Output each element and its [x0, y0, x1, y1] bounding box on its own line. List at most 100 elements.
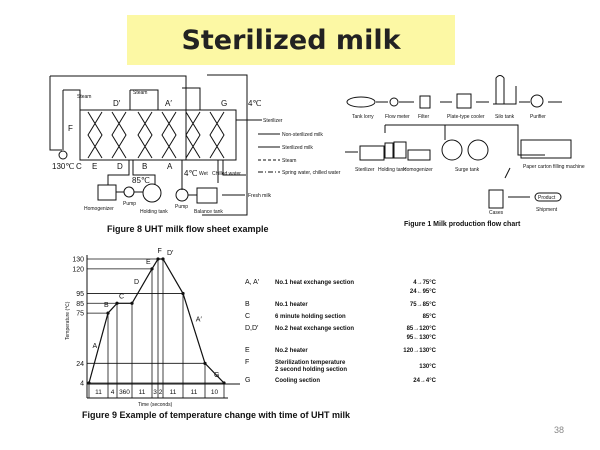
- section-description: No.1 heat exchange section: [275, 280, 354, 286]
- section-description: No.2 heat exchange section: [275, 326, 354, 332]
- figure-1-caption: Figure 1 Milk production flow chart: [404, 221, 521, 228]
- label-flow-meter: Flow meter: [385, 114, 410, 120]
- segment-duration-label: 11: [95, 389, 102, 396]
- section-code: B: [245, 301, 250, 308]
- section-description: Cooling section: [275, 378, 320, 384]
- label-shipment: Shipment: [536, 207, 558, 213]
- section-temperature: 95←130°C: [407, 335, 437, 341]
- data-point: [181, 291, 185, 296]
- label-paper-carton: Paper carton filling machine: [523, 164, 585, 170]
- label-fresh-milk: Fresh milk: [248, 193, 272, 199]
- section-code: E: [245, 347, 250, 354]
- label-a-prime: A′: [165, 99, 172, 108]
- section-code: D,D′: [245, 325, 259, 332]
- label-4c-top: 4℃: [248, 99, 261, 108]
- label-d-prime: D′: [113, 99, 121, 108]
- y-tick-label: 24: [76, 361, 84, 368]
- point-label: A′: [196, 316, 203, 323]
- point-label: G: [214, 372, 219, 379]
- segment-duration-label: 11: [191, 389, 198, 396]
- slide-title: Sterilized milk: [181, 24, 401, 56]
- section-temperature: 4→75°C: [413, 280, 436, 286]
- label-4c-bottom: 4℃: [184, 169, 197, 178]
- section-code: C: [245, 313, 250, 320]
- label-chilled-water: Chilled water: [212, 171, 241, 177]
- section-temperature: 130°C: [419, 364, 436, 370]
- data-point: [87, 381, 91, 385]
- section-temperature: 24→4°C: [413, 378, 436, 384]
- label-purifier: Purifier: [530, 114, 546, 120]
- label-silo-tank: Silo tank: [495, 114, 515, 120]
- chart-axes: [86, 255, 240, 399]
- label-sterilizer: Sterilizer: [355, 167, 375, 173]
- segment-duration-label: 2: [159, 389, 163, 396]
- section-description: No.1 heater: [275, 302, 308, 308]
- label-d: D: [117, 162, 123, 171]
- segment-duration-label: 360: [119, 389, 130, 396]
- temperature-line: [88, 258, 225, 384]
- label-homogenizer: Homogenizer: [84, 206, 114, 212]
- point-label: E: [146, 259, 151, 266]
- data-point: [161, 257, 165, 261]
- label-pump-1: Pump: [123, 201, 136, 207]
- section-temperature: 75→85°C: [410, 302, 437, 308]
- data-point: [222, 381, 226, 385]
- y-tick-label: 4: [80, 381, 84, 388]
- label-steam-1: Steam: [77, 94, 91, 100]
- section-temperature: 120→130°C: [403, 348, 436, 354]
- label-steam-2: Steam: [133, 90, 147, 96]
- label-wet: Wet: [199, 171, 208, 177]
- data-point: [106, 311, 110, 315]
- label-plate-cooler: Plate-type cooler: [447, 114, 485, 120]
- point-label: B: [104, 302, 109, 309]
- section-code: F: [245, 359, 249, 366]
- legend-item: Spring water, chilled water: [282, 170, 341, 176]
- label-balance-tank: Balance tank: [194, 209, 223, 215]
- figure-9-caption: Figure 9 Example of temperature change w…: [82, 410, 351, 420]
- label-holding-tank: Holding tank: [140, 209, 168, 215]
- y-tick-label: 130: [72, 257, 84, 264]
- section-description: No.2 heater: [275, 348, 308, 354]
- y-tick-label: 75: [76, 311, 84, 318]
- label-pump-2: Pump: [175, 204, 188, 210]
- title-box: Sterilized milk: [127, 15, 455, 65]
- y-tick-label: 120: [72, 266, 84, 273]
- label-holding-tank: Holding tank: [378, 167, 406, 173]
- y-tick-label: 85: [76, 301, 84, 308]
- label-f: F: [68, 124, 73, 133]
- label-sterilizer: Sterilizer: [263, 118, 283, 124]
- label-g: G: [221, 99, 227, 108]
- x-axis-label: Time (seconds): [138, 402, 173, 408]
- data-point: [203, 361, 207, 365]
- segment-duration-label: 10: [211, 389, 219, 396]
- point-label: D′: [167, 250, 174, 257]
- point-label: D: [134, 279, 139, 286]
- y-axis-label: Temperature (℃): [65, 301, 71, 340]
- segment-duration-label: 11: [139, 389, 146, 396]
- section-code: A, A′: [245, 279, 260, 286]
- section-description: 2 second holding section: [275, 367, 347, 373]
- section-temperature: 85°C: [423, 314, 437, 320]
- segment-duration-label: 3: [153, 389, 157, 396]
- label-a: A: [167, 162, 173, 171]
- figure-8-caption: Figure 8 UHT milk flow sheet example: [107, 224, 269, 234]
- y-tick-label: 95: [76, 291, 84, 298]
- point-label: A: [93, 343, 98, 350]
- label-filter: Filter: [418, 114, 429, 120]
- segment-duration-label: 11: [170, 389, 177, 396]
- point-label: F: [158, 248, 162, 255]
- section-temperature: 85→120°C: [407, 326, 437, 332]
- legend-item: Steam: [282, 158, 296, 164]
- label-e: E: [92, 162, 97, 171]
- section-code: G: [245, 377, 250, 384]
- label-cases: Cases: [489, 210, 504, 216]
- label-85c: 85℃: [132, 176, 150, 185]
- data-point: [130, 301, 134, 305]
- segment-duration-label: 4: [111, 389, 115, 396]
- legend-item: Non-sterilized milk: [282, 132, 323, 138]
- label-surge-tank: Surge tank: [455, 167, 480, 173]
- section-description: Sterilization temperature: [275, 360, 346, 366]
